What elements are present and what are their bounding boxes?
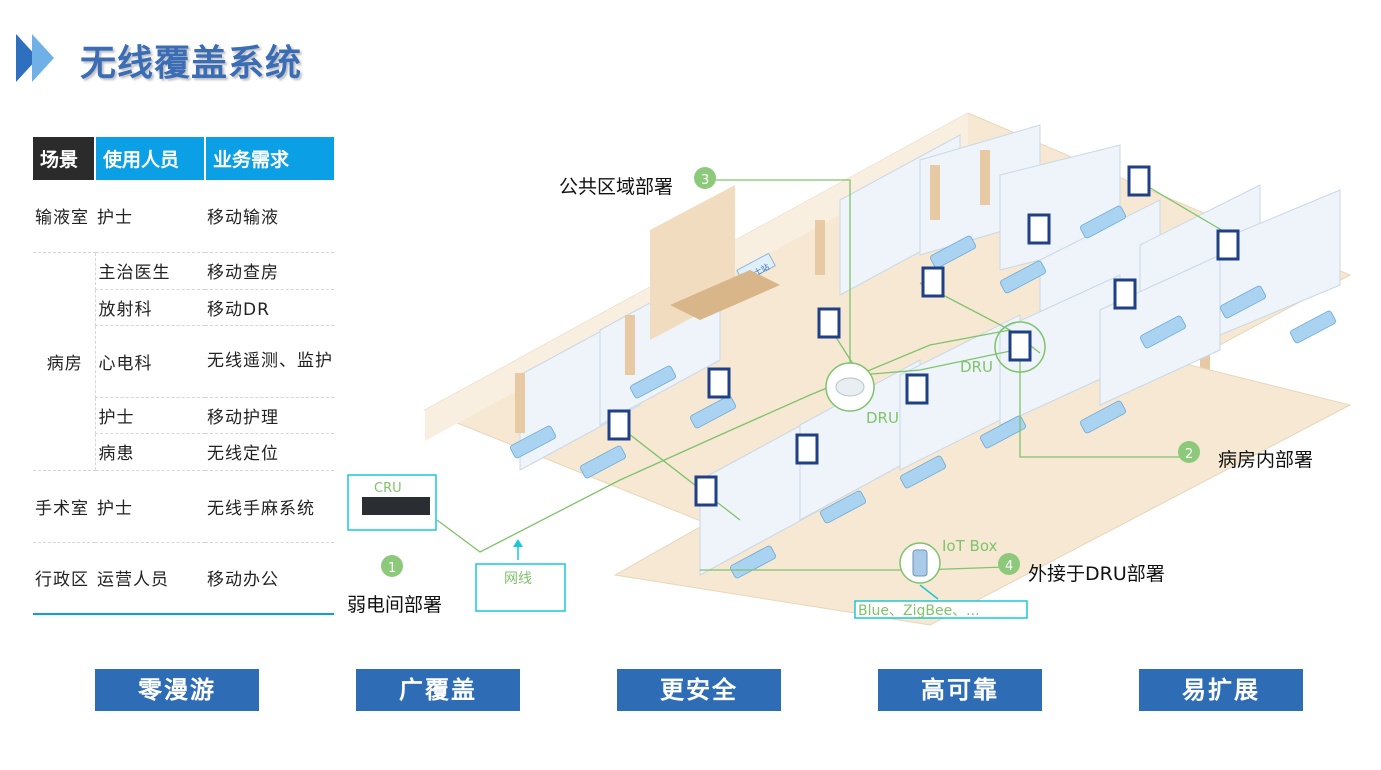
header-need: 业务需求 bbox=[204, 137, 334, 180]
cell-scene: 输液室 bbox=[33, 180, 95, 253]
cell-person: 护士 bbox=[95, 470, 205, 543]
callout-3: 3 bbox=[694, 167, 716, 189]
lower-wing-rooms bbox=[699, 254, 1221, 576]
cell-person: 病患 bbox=[94, 433, 205, 471]
cell-need: 移动输液 bbox=[205, 180, 334, 253]
dru-circle bbox=[994, 321, 1046, 373]
protocols-box bbox=[854, 600, 1028, 619]
cell-need: 移动办公 bbox=[205, 542, 334, 615]
cell-person: 心电科 bbox=[94, 325, 205, 398]
callout-label-2: 病房内部署 bbox=[1218, 449, 1314, 471]
cell-need: 移动DR bbox=[205, 289, 334, 326]
callout-1: 1 bbox=[381, 555, 403, 577]
callout-label-1: 弱电间部署 bbox=[347, 594, 443, 616]
double-chevron-icon bbox=[16, 34, 54, 82]
cell-need: 无线遥测、监护 bbox=[205, 325, 334, 398]
cell-scene: 手术室 bbox=[33, 470, 95, 543]
page-title: 无线覆盖系统 bbox=[80, 43, 303, 84]
dru-label: DRU bbox=[960, 358, 993, 376]
dru-label: DRU bbox=[866, 409, 899, 427]
cell-need: 移动查房 bbox=[205, 252, 334, 290]
feature-wide-coverage: 广覆盖 bbox=[356, 669, 520, 711]
callout-label-3: 公共区域部署 bbox=[559, 176, 674, 198]
iot-box-device bbox=[912, 549, 928, 577]
nurse-station-counter bbox=[670, 270, 780, 320]
table-row: 心电科 无线遥测、监护 bbox=[33, 325, 334, 398]
cell-person: 护士 bbox=[94, 397, 205, 434]
feature-easy-expansion: 易扩展 bbox=[1139, 669, 1303, 711]
cell-need: 无线定位 bbox=[205, 433, 334, 471]
callout-label-4: 外接于DRU部署 bbox=[1028, 563, 1165, 585]
callout-number: 1 bbox=[388, 561, 396, 576]
callout-number: 3 bbox=[701, 173, 709, 188]
iot-box-label: IoT Box bbox=[942, 537, 998, 555]
protocols-label: Blue、ZigBee、... bbox=[858, 603, 980, 619]
table-row: 护士 移动护理 bbox=[33, 397, 334, 434]
cell-person: 放射科 bbox=[94, 289, 205, 326]
cell-person: 主治医生 bbox=[94, 252, 205, 290]
cable-arrow-head bbox=[513, 539, 523, 547]
cell-need: 移动护理 bbox=[205, 397, 334, 434]
access-points bbox=[607, 165, 1240, 507]
network-cable-box bbox=[475, 563, 566, 612]
requirement-table: 场景 使用人员 业务需求 输液室 护士 移动输液 病房 主治医生 移动查房 放射… bbox=[33, 137, 334, 615]
cell-need: 无线手麻系统 bbox=[205, 470, 334, 543]
cell-person: 护士 bbox=[95, 180, 205, 253]
dru-device bbox=[835, 377, 865, 397]
feature-high-reliability: 高可靠 bbox=[878, 669, 1042, 711]
table-row: 病患 无线定位 bbox=[33, 433, 334, 471]
header-scene: 场景 bbox=[33, 137, 95, 180]
cell-scene: 病房 bbox=[33, 252, 95, 471]
cru-label: CRU bbox=[374, 481, 402, 496]
hospital-floor-diagram: 护士站 bbox=[347, 112, 1352, 626]
table-row: 病房 主治医生 移动查房 bbox=[33, 252, 334, 471]
table-row: 输液室 护士 移动输液 bbox=[33, 180, 334, 253]
callout-2: 2 bbox=[1178, 441, 1200, 463]
table-row: 行政区 运营人员 移动办公 bbox=[33, 542, 334, 615]
beds bbox=[510, 205, 1336, 579]
network-cable-label: 网线 bbox=[504, 571, 532, 587]
feature-more-secure: 更安全 bbox=[617, 669, 781, 711]
callout-number: 2 bbox=[1185, 447, 1193, 462]
curtains bbox=[515, 150, 1210, 433]
header-person: 使用人员 bbox=[94, 137, 205, 180]
table-header-row: 场景 使用人员 业务需求 bbox=[33, 137, 334, 180]
cru-device bbox=[362, 497, 430, 515]
feature-zero-roaming: 零漫游 bbox=[95, 669, 259, 711]
callout-4: 4 bbox=[998, 553, 1020, 575]
iot-arrow bbox=[919, 584, 939, 600]
table-row: 放射科 移动DR bbox=[33, 289, 334, 326]
cell-scene: 行政区 bbox=[33, 542, 95, 615]
callout-number: 4 bbox=[1005, 559, 1013, 574]
cell-person: 运营人员 bbox=[95, 542, 205, 615]
table-row: 手术室 护士 无线手麻系统 bbox=[33, 470, 334, 543]
